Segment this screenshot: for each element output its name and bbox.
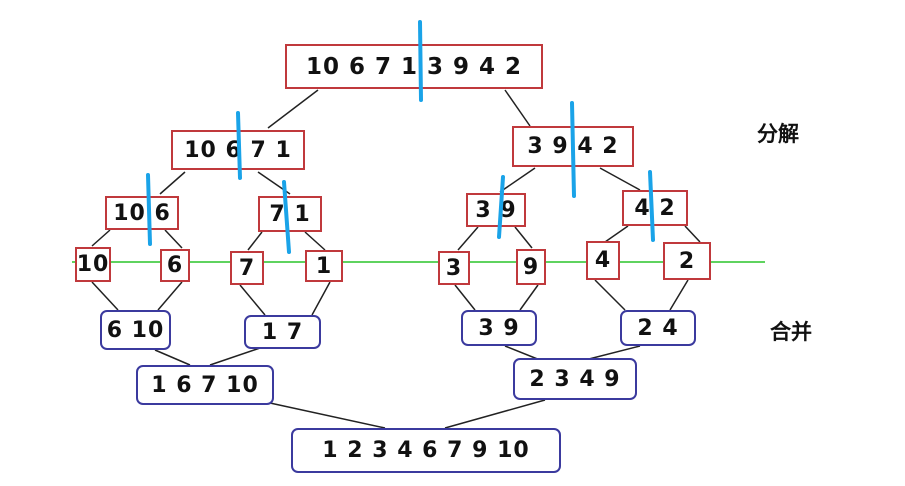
connector [684, 225, 701, 243]
merge-l1-b: 1 7 [244, 315, 321, 349]
connector [209, 347, 261, 366]
split-leaf: 7 [230, 251, 264, 285]
connector [504, 345, 541, 361]
merge-l2-left: 1 6 7 10 [136, 365, 274, 405]
split-divider [146, 173, 152, 246]
merge-result: 1 2 3 4 6 7 9 10 [291, 428, 561, 473]
split-leaf: 9 [516, 249, 546, 285]
merge-phase-label: 合并 [770, 320, 812, 344]
merge-l1-c: 3 9 [461, 310, 537, 346]
connector [154, 349, 191, 366]
split-divider [570, 101, 576, 198]
connector [91, 281, 119, 311]
merge-l1-a: 6 10 [100, 310, 171, 350]
split-leaf: 4 [586, 241, 620, 280]
connector [157, 281, 183, 311]
connector [269, 402, 386, 429]
connector [604, 225, 629, 243]
split-leaf: 6 [160, 249, 190, 282]
split-l2-a: 10 6 [105, 196, 179, 230]
connector [669, 279, 689, 311]
connector [304, 231, 326, 251]
connector [239, 284, 266, 316]
split-leaf: 2 [663, 242, 711, 280]
split-phase-label: 分解 [757, 122, 799, 146]
connector [311, 281, 331, 316]
split-divider [236, 111, 242, 180]
split-leaf: 3 [438, 251, 470, 285]
connector [267, 89, 319, 129]
connector [599, 167, 641, 191]
merge-l1-d: 2 4 [620, 310, 696, 346]
split-l2-c: 3 9 [466, 193, 526, 227]
connector [504, 89, 531, 127]
merge-l2-right: 2 3 4 9 [513, 358, 637, 400]
split-leaf: 10 [75, 247, 111, 282]
split-divider [497, 175, 505, 239]
split-root: 10 6 7 1 3 9 4 2 [285, 44, 543, 89]
connector [594, 279, 626, 311]
connector [584, 345, 641, 361]
connector [514, 226, 533, 249]
connector [457, 226, 479, 251]
connector [91, 229, 111, 247]
connector [159, 171, 186, 195]
connector [444, 399, 546, 429]
connector [247, 231, 263, 251]
connector [499, 167, 536, 193]
connector [454, 284, 476, 311]
connector [519, 284, 539, 311]
split-divider [282, 180, 291, 254]
split-leaf: 1 [305, 250, 343, 282]
split-divider [418, 20, 423, 102]
split-l2-b: 7 1 [258, 196, 322, 232]
split-l2-d: 4 2 [622, 190, 688, 226]
split-divider [648, 170, 655, 242]
connector [164, 229, 183, 249]
